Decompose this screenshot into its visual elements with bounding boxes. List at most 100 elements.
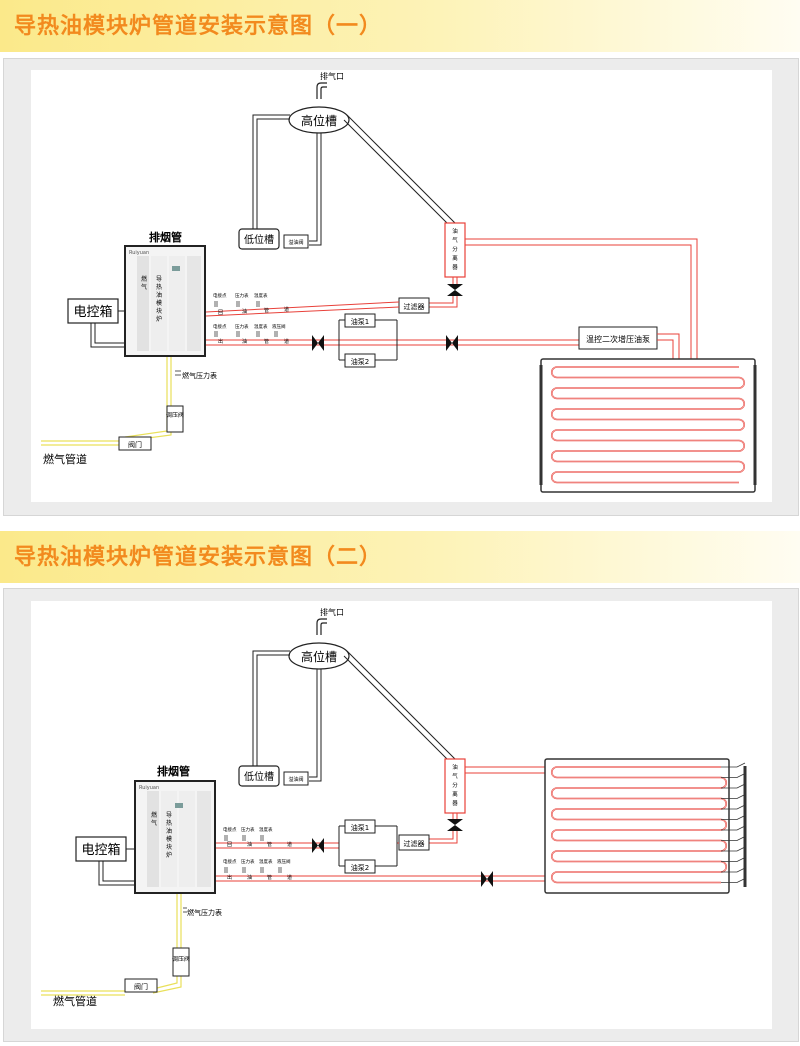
svg-text:道: 道 xyxy=(284,338,289,345)
svg-text:电接点: 电接点 xyxy=(223,858,237,865)
low-tank-label: 低位槽 xyxy=(244,770,274,783)
boiler-brand: Ruiyuan xyxy=(139,785,159,791)
outlet-line-label: 出 油 管 道 xyxy=(227,874,292,881)
oil-gas-separator xyxy=(444,758,466,814)
regulator-label: 调压阀 xyxy=(172,955,190,963)
svg-text:管: 管 xyxy=(264,338,269,345)
section-banner-1: 导热油模块炉管道安装示意图（一） xyxy=(0,0,800,52)
svg-text:热: 热 xyxy=(166,819,172,827)
svg-text:气: 气 xyxy=(452,236,458,244)
svg-text:导: 导 xyxy=(156,276,162,283)
filter-box xyxy=(398,297,430,314)
coil-fin xyxy=(721,878,746,883)
svg-text:道: 道 xyxy=(284,306,289,313)
high-tank-label: 高位槽 xyxy=(301,113,337,128)
outlet-valve-1 xyxy=(312,335,324,351)
gas-pipe-label: 燃气管道 xyxy=(43,452,87,466)
gas-valve xyxy=(118,436,152,451)
piping-diagram-2: 排气口 高位槽 低位槽 溢油阀 油 气 分 离 器 xyxy=(41,607,747,1008)
svg-text:块: 块 xyxy=(166,843,172,851)
high-tank-label: 高位槽 xyxy=(301,649,337,664)
coil-fin xyxy=(721,804,746,810)
svg-text:道: 道 xyxy=(287,874,292,881)
section-title-1: 导热油模块炉管道安装示意图（一） xyxy=(14,14,383,39)
section-banner-2: 导热油模块炉管道安装示意图（二） xyxy=(0,531,800,583)
filter-label: 过滤器 xyxy=(404,839,425,848)
svg-text:压力表: 压力表 xyxy=(235,323,249,330)
svg-text:油: 油 xyxy=(242,308,247,315)
gauge-labels-bottom: 电接点 压力表 温度表 液压阀 xyxy=(223,858,291,865)
svg-text:模: 模 xyxy=(166,835,172,843)
gauge-labels-bottom: 电接点 压力表 温度表 液压阀 xyxy=(213,323,286,330)
svg-text:电接点: 电接点 xyxy=(213,292,227,299)
heater-coil xyxy=(551,366,745,484)
vent-label: 排气口 xyxy=(320,71,344,81)
coil-fin xyxy=(721,773,746,778)
overflow-valve-label: 溢油阀 xyxy=(288,239,303,246)
coil-fin xyxy=(721,794,746,799)
svg-text:压力表: 压力表 xyxy=(241,858,255,865)
overflow-valve-box xyxy=(283,234,309,249)
svg-text:气: 气 xyxy=(151,819,157,827)
svg-text:油: 油 xyxy=(166,827,172,835)
outlet-valve xyxy=(481,871,493,887)
svg-text:液压阀: 液压阀 xyxy=(277,858,291,865)
gauge-labels-top: 电接点 压力表 温度表 xyxy=(213,292,268,299)
svg-text:油: 油 xyxy=(156,291,162,299)
separator-label: 油 气 分 离 器 xyxy=(452,227,458,271)
gas-valve-label: 阀门 xyxy=(134,982,148,991)
low-tank xyxy=(238,228,280,250)
coil-fin xyxy=(721,825,746,831)
low-tank-label: 低位槽 xyxy=(244,233,274,246)
diagram-canvas-1: 排气口 高位槽 低位槽 溢油阀 油 气 分 离 器 xyxy=(31,70,772,502)
svg-text:回: 回 xyxy=(218,310,223,316)
svg-text:气: 气 xyxy=(141,283,147,291)
overflow-valve-box xyxy=(283,771,309,786)
boiler-name: 燃 气 导 热 油 模 块 炉 xyxy=(141,275,162,323)
chimney-label: 排烟管 xyxy=(157,764,190,778)
overflow-valve-label: 溢油阀 xyxy=(288,776,303,783)
heat-exchanger xyxy=(544,758,730,894)
separator-valve xyxy=(447,819,463,831)
booster-pump-label: 温控二次增压油泵 xyxy=(586,334,650,344)
coil-fin xyxy=(721,867,746,873)
oil-pump-2-label: 油泵2 xyxy=(351,863,369,872)
chimney-label: 排烟管 xyxy=(149,230,182,244)
gauge-labels-top: 电接点 压力表 温度表 xyxy=(223,826,273,833)
return-line-label: 回 油 管 道 xyxy=(218,306,289,316)
svg-text:器: 器 xyxy=(452,264,458,271)
diagram-panel-1: 排气口 高位槽 低位槽 溢油阀 油 气 分 离 器 xyxy=(3,58,799,516)
diagram-panel-2: 排气口 高位槽 低位槽 溢油阀 油 气 分 离 器 xyxy=(3,588,799,1042)
diagram-canvas-2: 排气口 高位槽 低位槽 溢油阀 油 气 分 离 器 xyxy=(31,601,772,1029)
gas-valve xyxy=(124,978,158,993)
oil-gas-separator xyxy=(444,222,466,278)
boiler-name: 燃 气 导 热 油 模 块 炉 xyxy=(151,811,172,859)
svg-text:燃: 燃 xyxy=(141,275,147,283)
svg-text:导: 导 xyxy=(166,812,172,819)
svg-text:油: 油 xyxy=(247,841,252,848)
low-tank xyxy=(238,765,280,787)
svg-text:温度表: 温度表 xyxy=(259,858,273,865)
svg-text:温度表: 温度表 xyxy=(254,292,268,299)
high-tank xyxy=(288,642,350,670)
control-box xyxy=(75,836,127,862)
return-line-label: 回 油 管 道 xyxy=(227,841,292,848)
coil-fin xyxy=(721,762,746,768)
coil-path xyxy=(551,366,745,483)
svg-text:液压阀: 液压阀 xyxy=(272,323,286,330)
booster-pump xyxy=(578,326,658,350)
control-box-label: 电控箱 xyxy=(73,304,112,320)
svg-text:燃: 燃 xyxy=(151,811,157,819)
coil-fin xyxy=(721,846,746,852)
svg-text:分: 分 xyxy=(452,245,458,253)
vent-label: 排气口 xyxy=(320,607,344,617)
coil-fin xyxy=(721,815,746,820)
piping-diagram-1: 排气口 高位槽 低位槽 溢油阀 油 气 分 离 器 xyxy=(41,71,757,493)
regulator-label: 调压阀 xyxy=(166,411,184,419)
svg-text:炉: 炉 xyxy=(166,851,172,859)
svg-text:油: 油 xyxy=(247,874,252,881)
svg-text:油: 油 xyxy=(452,227,458,235)
oil-pump-2-label: 油泵2 xyxy=(351,357,369,366)
svg-text:管: 管 xyxy=(264,307,269,314)
svg-text:块: 块 xyxy=(156,307,162,315)
